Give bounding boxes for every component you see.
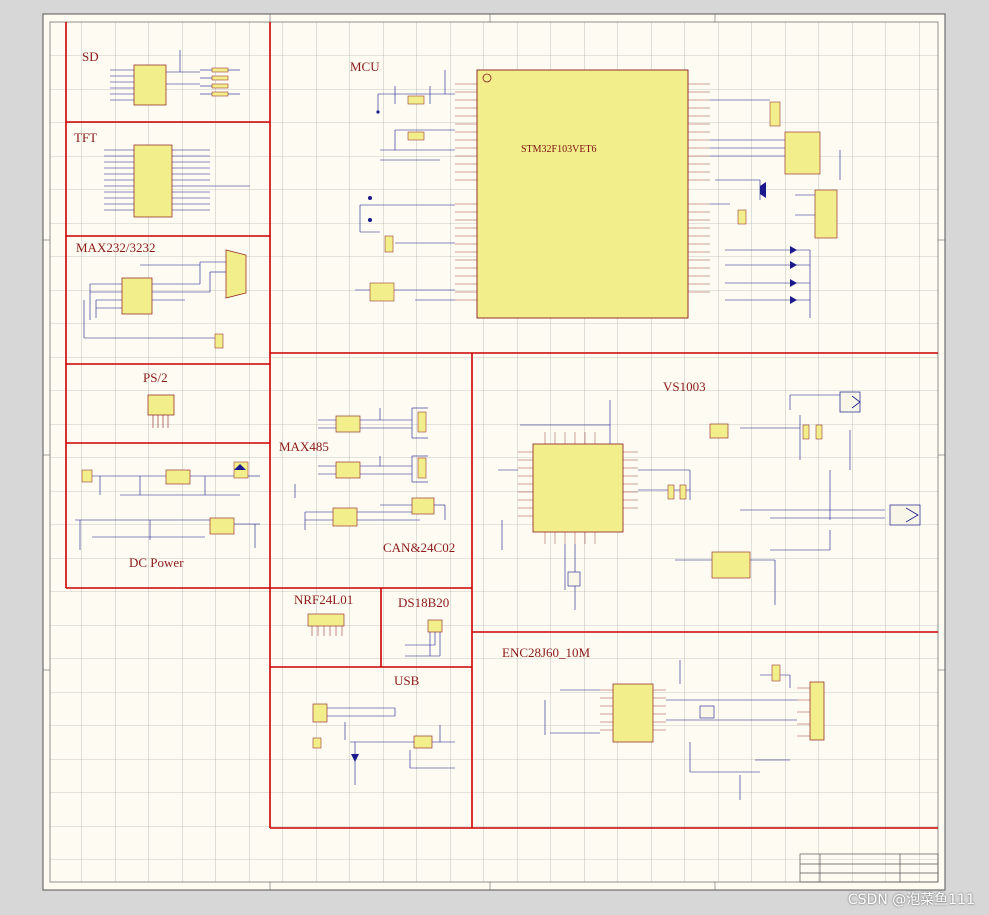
enc-section-label: ENC28J60_10M: [502, 645, 591, 660]
sd-section-label: SD: [82, 49, 99, 64]
max232-section-label: MAX232/3232: [76, 240, 155, 255]
mcu-circuit: STM32F103VET6: [350, 59, 841, 319]
vs1003-regulator: [709, 423, 729, 439]
max485-circuit: MAX485: [279, 407, 428, 498]
usb-connector: [312, 703, 328, 723]
enc28j60-chip: [612, 683, 654, 743]
ds18b20-sensor: [427, 619, 443, 633]
nrf-header: [307, 613, 345, 627]
ps2-connector: [147, 394, 175, 416]
ps2-section-label: PS/2: [143, 370, 168, 385]
regulator-2: [209, 517, 235, 535]
can-section-label: CAN&24C02: [383, 540, 455, 555]
enc-circuit: ENC28J60_10M: [502, 645, 825, 800]
usb-diode-icon: [351, 754, 359, 762]
tft-section-label: TFT: [74, 130, 97, 145]
tft-circuit: TFT: [74, 130, 250, 218]
usb-section-label: USB: [394, 673, 420, 688]
rj45-connector: [809, 681, 825, 741]
section-boundaries: [65, 22, 938, 829]
dc-power-section-label: DC Power: [129, 555, 184, 570]
vs1003-flash: [711, 551, 751, 579]
ps2-circuit: PS/2: [143, 370, 175, 428]
led-diodes: [790, 246, 797, 304]
tft-connector: [133, 144, 173, 218]
mcu-section-label: MCU: [350, 59, 380, 74]
nrf-circuit: NRF24L01: [294, 592, 353, 636]
vs1003-chip: [532, 443, 624, 533]
ds18b20-circuit: DS18B20: [398, 595, 449, 657]
sd-circuit: SD: [82, 49, 240, 106]
usb-to-serial-header: [769, 101, 781, 127]
regulator-1: [165, 469, 191, 485]
audio-jack-2: [889, 504, 921, 526]
can-transceiver: [332, 507, 358, 527]
audio-jack-1: [839, 391, 861, 413]
nrf-section-label: NRF24L01: [294, 592, 353, 607]
max232-circuit: MAX232/3232: [76, 240, 247, 349]
zone-ticks: [43, 14, 945, 890]
max485-chip-1: [335, 415, 361, 433]
jtag-header: [814, 189, 838, 239]
title-block: [799, 853, 939, 883]
max485-chip-2: [335, 461, 361, 479]
db9-connector: [225, 249, 247, 299]
reset-ic: [369, 282, 395, 302]
buzzer-icon: [760, 182, 766, 198]
usb-regulator: [413, 735, 433, 749]
max232-chip: [121, 277, 153, 315]
eeprom-24c02: [411, 497, 435, 515]
usb-circuit: USB: [312, 673, 455, 785]
ds18b20-section-label: DS18B20: [398, 595, 449, 610]
ch340-chip: [784, 131, 821, 175]
dc-power-circuit: DC Power: [75, 461, 260, 570]
mcu-chip: [476, 69, 689, 319]
can-circuit: CAN&24C02: [304, 497, 455, 555]
max485-section-label: MAX485: [279, 439, 329, 454]
sd-socket: [133, 64, 167, 106]
vs1003-section-label: VS1003: [663, 379, 706, 394]
mcu-part-label: STM32F103VET6: [521, 144, 597, 155]
vs1003-circuit: VS1003: [498, 379, 921, 610]
watermark: CSDN @泡菜鱼111: [847, 892, 975, 908]
